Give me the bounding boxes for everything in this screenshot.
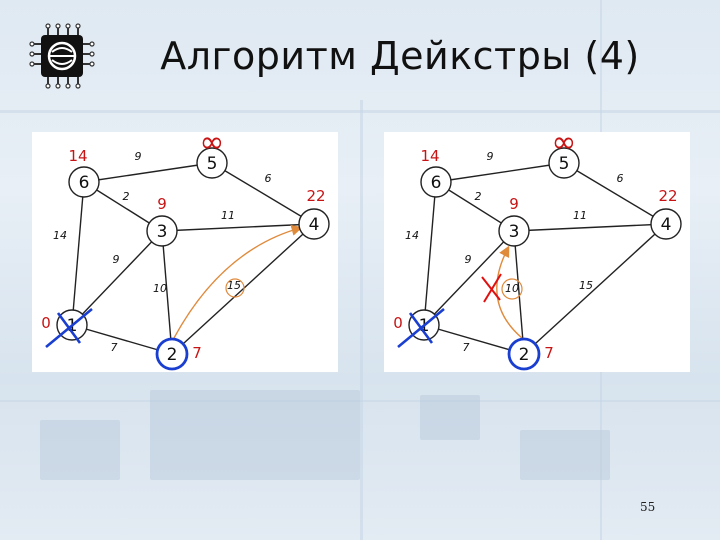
- distance-label-4: 22: [658, 187, 677, 205]
- edge-5-4: [563, 162, 667, 225]
- node-5: [196, 147, 228, 179]
- edge-5-4: [211, 162, 315, 225]
- node-6: [420, 166, 452, 198]
- node-label-3: 3: [509, 222, 520, 242]
- visited-cross: [45, 307, 93, 349]
- edge-1-2: [71, 324, 173, 355]
- edge-3-2: [513, 230, 525, 355]
- edge-6-5: [83, 162, 213, 183]
- node-label-4: 4: [309, 215, 320, 235]
- background-trace: [360, 100, 363, 540]
- chip-logo-icon: [29, 23, 95, 89]
- edge-weight-2-4: 15: [227, 279, 241, 292]
- node-label-6: 6: [431, 173, 442, 193]
- node-5: [548, 147, 580, 179]
- visited-cross: [397, 307, 445, 349]
- distance-label-1: 0: [393, 314, 403, 332]
- distance-label-5: ∞: [552, 132, 577, 160]
- node-2: [507, 337, 541, 371]
- edge-3-4: [161, 223, 315, 232]
- edge-weight-6-3: 2: [123, 190, 130, 203]
- node-label-2: 2: [519, 345, 530, 365]
- edge-weight-3-2: 10: [153, 282, 167, 295]
- node-label-4: 4: [661, 215, 672, 235]
- edge-weight-1-2: 7: [111, 341, 118, 354]
- background-chip: [520, 430, 610, 480]
- background-chip: [420, 395, 480, 440]
- distance-label-6: 14: [420, 147, 439, 165]
- edge-weight-3-1: 9: [465, 253, 472, 266]
- node-3: [146, 215, 178, 247]
- node-2: [155, 337, 189, 371]
- edge-weight-2-4: 15: [579, 279, 593, 292]
- edge-weight-6-1: 14: [405, 229, 419, 242]
- rejected-cross: [481, 273, 502, 303]
- slide-title: Алгоритм Дейкстры (4): [160, 34, 640, 78]
- edge-weight-6-5: 9: [487, 150, 494, 163]
- page-number: 55: [640, 500, 656, 514]
- distance-label-4: 22: [306, 187, 325, 205]
- distance-label-5: ∞: [200, 132, 225, 160]
- highlight-ring: [225, 278, 245, 298]
- edge-weight-5-4: 6: [265, 172, 272, 185]
- edge-weight-3-4: 11: [221, 209, 235, 222]
- edge-weight-3-1: 9: [113, 253, 120, 266]
- node-label-6: 6: [79, 173, 90, 193]
- edge-2-4: [171, 223, 315, 355]
- edge-weight-6-5: 9: [135, 150, 142, 163]
- edge-6-1: [71, 181, 85, 326]
- distance-label-6: 14: [68, 147, 87, 165]
- node-4: [298, 208, 330, 240]
- edge-6-5: [435, 162, 565, 183]
- edge-weight-5-4: 6: [617, 172, 624, 185]
- node-label-5: 5: [207, 154, 218, 174]
- distance-label-1: 0: [41, 314, 51, 332]
- edge-weight-1-2: 7: [463, 341, 470, 354]
- node-3: [498, 215, 530, 247]
- relaxation-arrow: [173, 224, 303, 339]
- edge-2-4: [523, 223, 667, 355]
- background-trace: [0, 400, 720, 402]
- edge-weight-6-3: 2: [475, 190, 482, 203]
- edge-3-1: [71, 230, 163, 326]
- node-4: [650, 208, 682, 240]
- node-label-3: 3: [157, 222, 168, 242]
- edge-3-1: [423, 230, 515, 326]
- background-chip: [40, 420, 120, 480]
- edge-1-2: [423, 324, 525, 355]
- edge-weight-6-1: 14: [53, 229, 67, 242]
- node-6: [68, 166, 100, 198]
- edge-3-2: [161, 230, 173, 355]
- distance-label-3: 9: [509, 195, 519, 213]
- edge-weight-3-4: 11: [573, 209, 587, 222]
- edge-weight-3-2: 10: [505, 282, 519, 295]
- distance-label-3: 9: [157, 195, 167, 213]
- node-label-5: 5: [559, 154, 570, 174]
- node-label-2: 2: [167, 345, 178, 365]
- edge-6-1: [423, 181, 437, 326]
- background-chip: [150, 390, 360, 480]
- highlight-ring: [501, 278, 523, 300]
- distance-label-2: 7: [192, 344, 202, 362]
- edge-3-4: [513, 223, 667, 232]
- distance-label-2: 7: [544, 344, 554, 362]
